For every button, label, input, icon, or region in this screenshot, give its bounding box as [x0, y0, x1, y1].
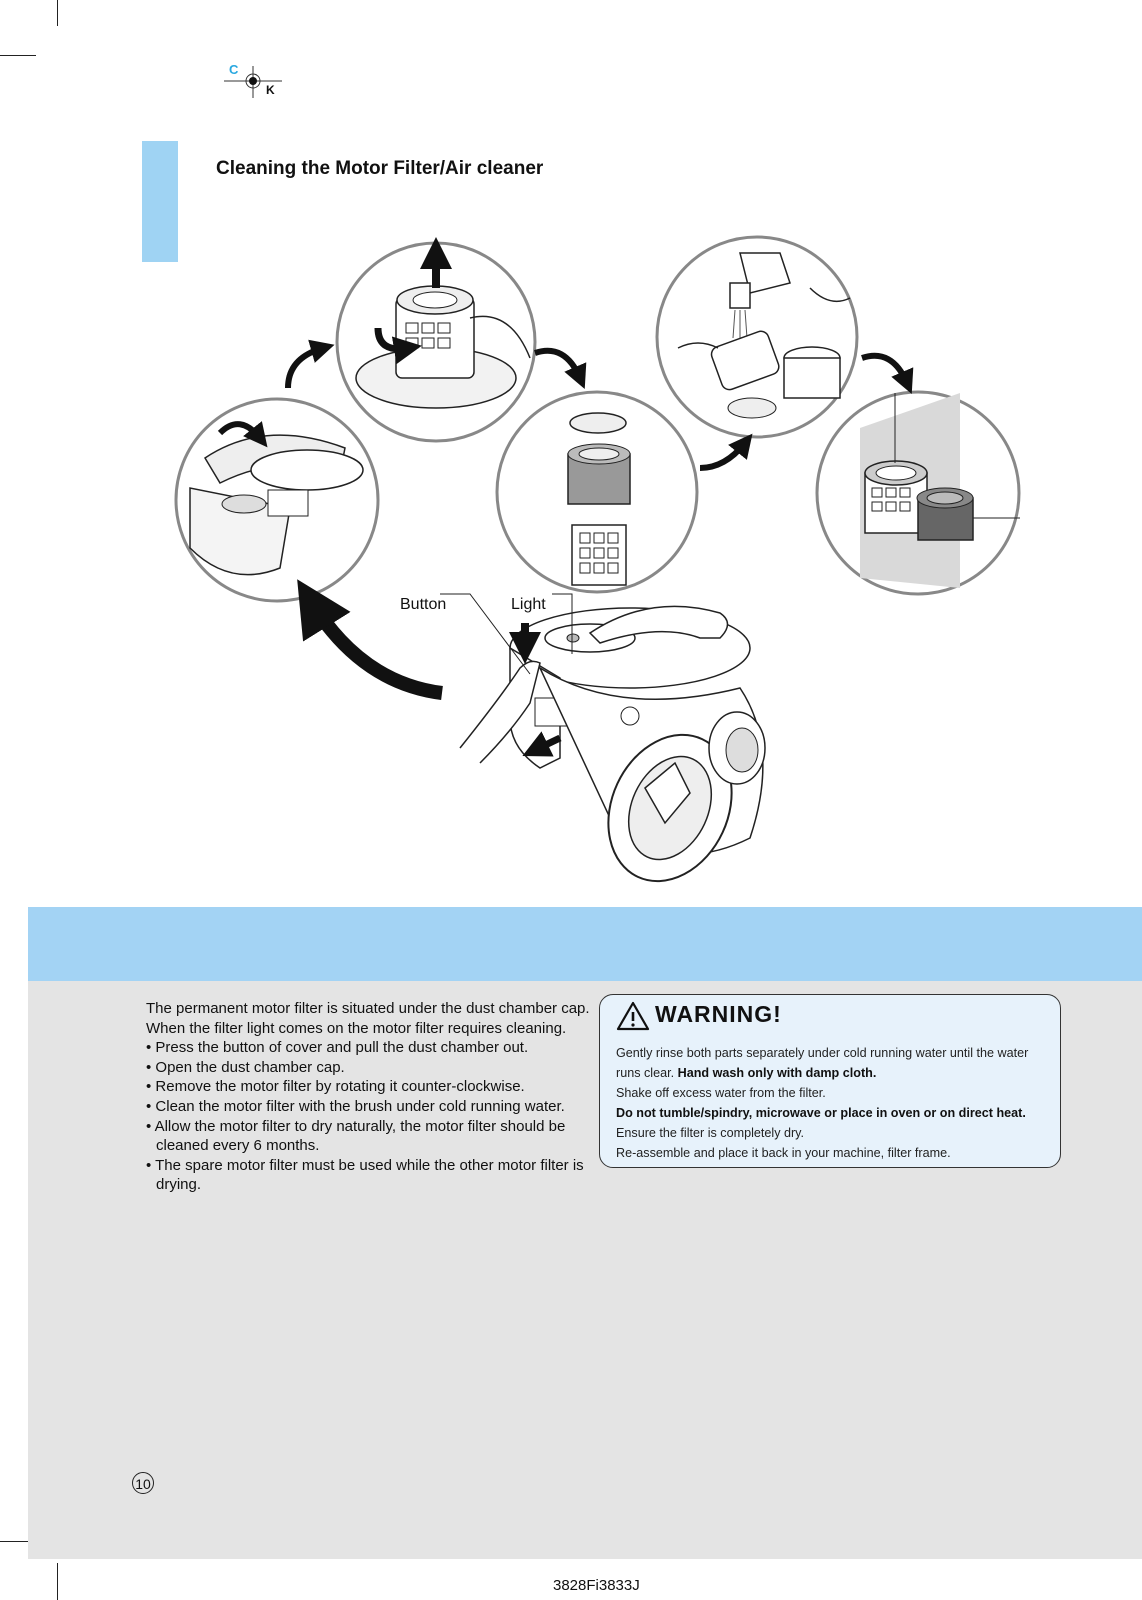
crop-mark	[57, 0, 58, 26]
list-item: • Clean the motor filter with the brush …	[146, 1097, 565, 1115]
document-code: 3828Fi3833J	[553, 1577, 640, 1594]
step-separate-parts-circle	[495, 390, 699, 594]
light-leader-line	[552, 593, 573, 654]
list-item: • The spare motor filter must be used wh…	[146, 1156, 584, 1194]
arrow-icon	[534, 347, 587, 390]
crop-mark	[57, 1563, 58, 1600]
warning-text: Gently rinse both parts separately under…	[616, 1043, 1056, 1163]
warning-box: WARNING! Gently rinse both parts separat…	[599, 994, 1061, 1168]
warning-line: Gently rinse both parts separately under…	[616, 1046, 1029, 1060]
big-return-arrow-icon	[297, 579, 443, 700]
warning-line: runs clear. Hand wash only with damp clo…	[616, 1063, 1056, 1083]
step-remove-filter-circle	[335, 237, 537, 443]
warning-line-text: runs clear.	[616, 1066, 675, 1080]
crop-mark	[0, 55, 36, 56]
warning-triangle-icon	[616, 1001, 650, 1031]
arrow-icon	[861, 352, 914, 395]
blue-divider-band	[28, 907, 1142, 981]
list-item: • Allow the motor filter to dry naturall…	[146, 1117, 566, 1155]
crosshair-icon	[224, 66, 282, 98]
step-rinse-circle	[655, 235, 859, 439]
arrow-icon	[285, 339, 335, 389]
warning-line: Ensure the filter is completely dry.	[616, 1126, 805, 1140]
list-item: • Open the dust chamber cap.	[146, 1058, 345, 1076]
registration-c-label: C	[229, 62, 239, 77]
warning-line: Shake off excess water from the filter.	[616, 1086, 826, 1100]
crop-mark	[0, 1541, 36, 1542]
light-callout-label: Light	[511, 596, 546, 613]
filter-light-paragraph: When the filter light comes on the motor…	[146, 1019, 567, 1037]
warning-emphasis: Hand wash only with damp cloth.	[677, 1066, 877, 1080]
registration-k-label: K	[266, 83, 275, 97]
intro-paragraph: The permanent motor filter is situated u…	[146, 1000, 590, 1017]
list-item: • Remove the motor filter by rotating it…	[146, 1078, 525, 1096]
filter-cleaning-illustration	[174, 235, 1021, 883]
registration-mark: C K	[222, 62, 284, 102]
warning-emphasis-line: Do not tumble/spindry, microwave or plac…	[616, 1106, 1026, 1120]
arrow-icon	[699, 433, 753, 471]
section-side-tab	[142, 141, 178, 262]
page-number: 10	[132, 1472, 154, 1494]
warning-line: Re-assemble and place it back in your ma…	[616, 1146, 951, 1160]
step-open-cap-circle	[174, 397, 380, 603]
instructions-text: The permanent motor filter is situated u…	[146, 999, 594, 1195]
steps-list: • Press the button of cover and pull the…	[146, 1038, 594, 1195]
list-item: • Press the button of cover and pull the…	[146, 1039, 529, 1057]
page-title: Cleaning the Motor Filter/Air cleaner	[216, 158, 544, 179]
button-callout-label: Button	[400, 596, 447, 613]
button-leader-line	[440, 593, 531, 675]
warning-title: WARNING!	[655, 1001, 782, 1027]
step-dry-circle	[815, 390, 1021, 596]
vacuum-cleaner-drawing	[459, 605, 766, 883]
